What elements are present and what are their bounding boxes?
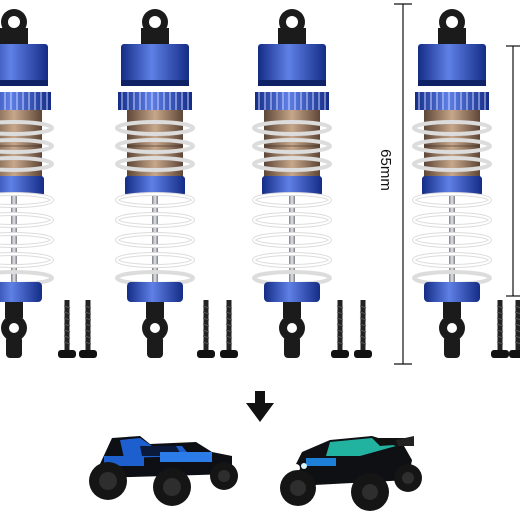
screw-4 [219, 299, 239, 359]
dimension-label: 65mm [377, 149, 394, 191]
shock-absorber-2 [115, 7, 195, 360]
shock-absorber-1 [0, 7, 54, 360]
rc-truck-2 [280, 436, 422, 511]
screw-5 [330, 299, 350, 359]
shock-absorber-4 [412, 7, 492, 360]
screw-7 [490, 299, 510, 359]
screw-1 [57, 299, 77, 359]
screw-8 [508, 299, 520, 359]
down-arrow-icon [246, 391, 274, 422]
dimension-line [394, 3, 412, 365]
screw-3 [196, 299, 216, 359]
rc-truck-1 [89, 436, 238, 506]
screw-6 [353, 299, 373, 359]
shock-absorber-3 [252, 7, 332, 360]
dimension-line-right [506, 45, 520, 297]
screw-2 [78, 299, 98, 359]
